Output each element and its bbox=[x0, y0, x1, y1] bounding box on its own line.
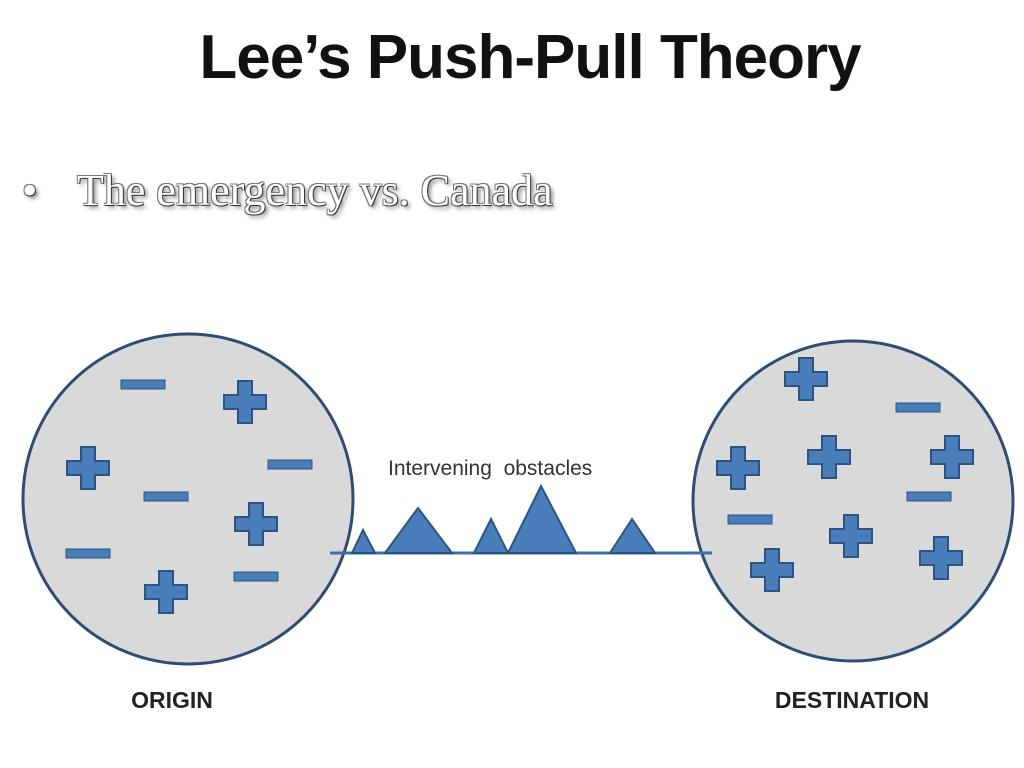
obstacles-label: Intervening obstacles bbox=[388, 457, 592, 480]
minus-icon bbox=[233, 571, 279, 582]
bullet-text: The emergency vs. Canada bbox=[77, 166, 553, 215]
plus-icon bbox=[829, 514, 873, 558]
minus-icon bbox=[895, 402, 941, 413]
plus-icon bbox=[919, 536, 963, 580]
obstacle-triangle bbox=[608, 517, 657, 554]
bullet-marker: • bbox=[22, 166, 38, 215]
minus-icon bbox=[120, 379, 166, 390]
obstacle-triangle bbox=[350, 527, 377, 554]
obstacle-triangle bbox=[472, 516, 510, 554]
minus-icon bbox=[267, 459, 313, 470]
minus-icon bbox=[143, 491, 189, 502]
plus-icon bbox=[807, 435, 851, 479]
slide-title: Lee’s Push-Pull Theory bbox=[199, 23, 861, 92]
minus-icon bbox=[727, 514, 773, 525]
plus-icon bbox=[784, 357, 828, 401]
plus-icon bbox=[930, 435, 974, 479]
obstacle-triangle bbox=[383, 506, 455, 554]
plus-icon bbox=[66, 446, 110, 490]
minus-icon bbox=[906, 491, 952, 502]
plus-icon bbox=[750, 548, 794, 592]
obstacle-triangle bbox=[506, 483, 578, 554]
bullet-item: • The emergency vs. Canada bbox=[22, 165, 553, 216]
minus-icon bbox=[65, 548, 111, 559]
plus-icon bbox=[223, 380, 267, 424]
obstacles bbox=[350, 483, 657, 554]
plus-icon bbox=[234, 502, 278, 546]
plus-icon bbox=[144, 570, 188, 614]
destination-label: DESTINATION bbox=[775, 687, 929, 713]
origin-label: ORIGIN bbox=[131, 687, 213, 713]
destination-circle bbox=[691, 339, 1015, 663]
plus-icon bbox=[716, 446, 760, 490]
symbols bbox=[65, 357, 974, 614]
